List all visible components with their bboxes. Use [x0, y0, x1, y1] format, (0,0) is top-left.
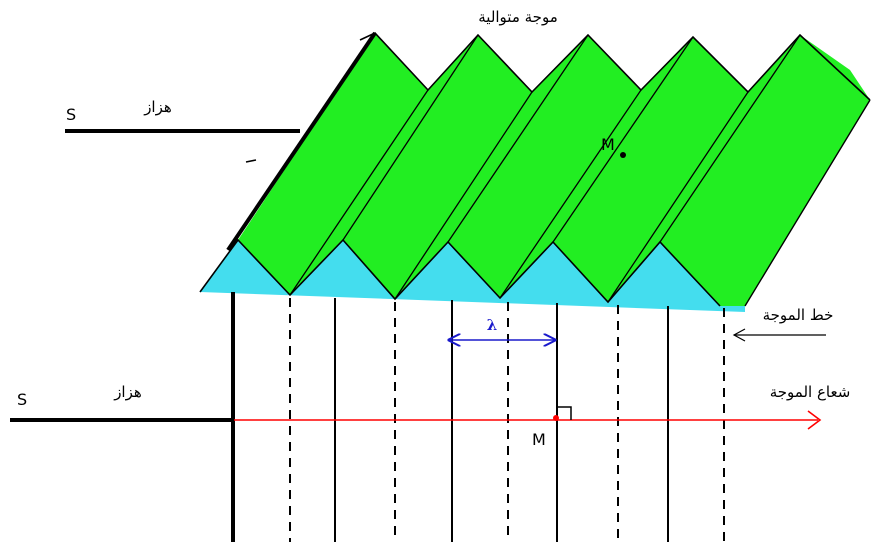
wave-surface [238, 33, 870, 306]
point-label-bottom: M [532, 430, 546, 449]
right-angle-marker [557, 406, 572, 420]
wave-right-edge [744, 99, 871, 307]
point-m-bottom-dot [553, 415, 559, 421]
wave-ray-arrowhead [807, 410, 822, 430]
point-label-top: M [601, 135, 615, 154]
source-label-top: S [66, 105, 76, 124]
vibrator-label-top: هزاز [143, 98, 172, 116]
tick-mark [245, 159, 257, 163]
wave-cross-section [200, 240, 745, 312]
title-label: موجة متوالية [478, 8, 557, 26]
wave-line-label: خط الموجة [763, 306, 834, 324]
wave-ray-label: شعاع الموجة [770, 383, 851, 401]
source-label-bottom: S [17, 390, 27, 409]
vibrator-edge-top [226, 31, 377, 252]
point-m-top-dot [620, 152, 626, 158]
wavelength-label: λ [487, 316, 498, 334]
vibrator-label-bottom: هزاز [113, 383, 142, 401]
wave-line-arrowhead [732, 328, 746, 342]
surface-wave-lines [289, 34, 801, 303]
